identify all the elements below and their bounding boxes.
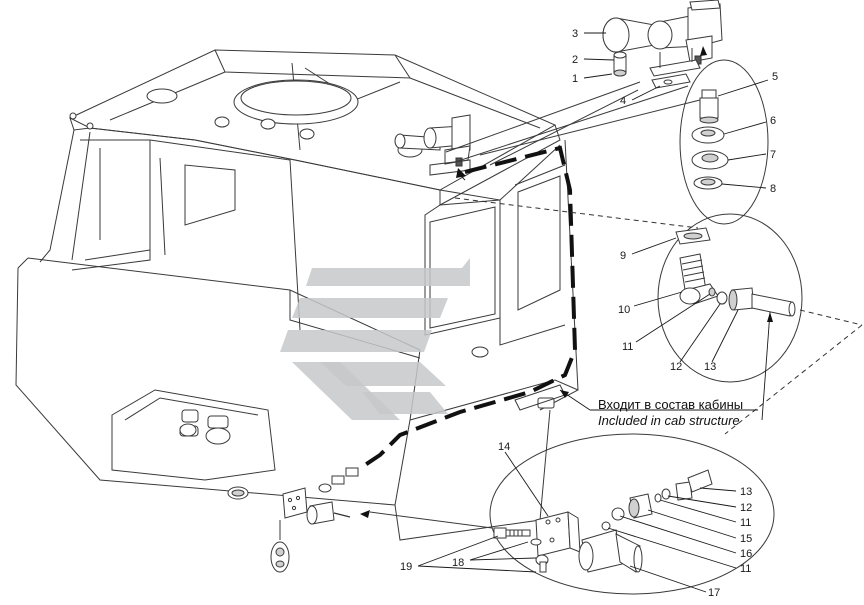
callout-19: 19 <box>400 561 412 573</box>
callout-15: 15 <box>740 533 752 545</box>
callout-13-lower: 13 <box>740 486 752 498</box>
callout-17: 17 <box>708 587 720 599</box>
roof-horn-assembly <box>394 114 471 176</box>
lower-fittings-on-cab <box>270 467 359 573</box>
pointer-arrows <box>360 46 773 518</box>
callout-16: 16 <box>740 548 752 560</box>
callout-11-lower-a: 11 <box>740 517 751 529</box>
callout-11-lower-b: 11 <box>740 563 751 575</box>
callout-6: 6 <box>770 115 776 127</box>
dashed-link-upper <box>454 197 699 229</box>
callout-1: 1 <box>572 73 578 85</box>
note-russian: Входит в состав кабины <box>598 397 743 412</box>
callout-2: 2 <box>572 54 578 66</box>
callout-3: 3 <box>572 28 578 40</box>
callout-7: 7 <box>770 149 776 161</box>
callout-4: 4 <box>620 95 626 107</box>
callout-11-upper: 11 <box>622 341 633 353</box>
callout-9: 9 <box>620 250 626 262</box>
detail-group-14-19 <box>489 433 775 595</box>
air-line-route <box>363 145 578 467</box>
horn-detail <box>602 0 723 89</box>
manufacturer-watermark-logo <box>280 258 470 420</box>
callout-14: 14 <box>498 441 510 453</box>
callout-12-lower: 12 <box>740 502 752 514</box>
callout-8: 8 <box>770 183 776 195</box>
callout-5: 5 <box>772 71 778 83</box>
callout-12-upper: 12 <box>670 361 682 373</box>
note-english: Included in cab structure <box>598 413 740 428</box>
truck-cab <box>15 49 579 541</box>
callout-18: 18 <box>452 557 464 569</box>
detail-group-9-13 <box>657 213 803 383</box>
callout-13-upper: 13 <box>704 361 716 373</box>
callout-labels: 3 2 1 4 5 6 7 8 9 10 11 12 13 14 13 12 1 <box>400 28 778 599</box>
callout-10: 10 <box>618 304 630 316</box>
